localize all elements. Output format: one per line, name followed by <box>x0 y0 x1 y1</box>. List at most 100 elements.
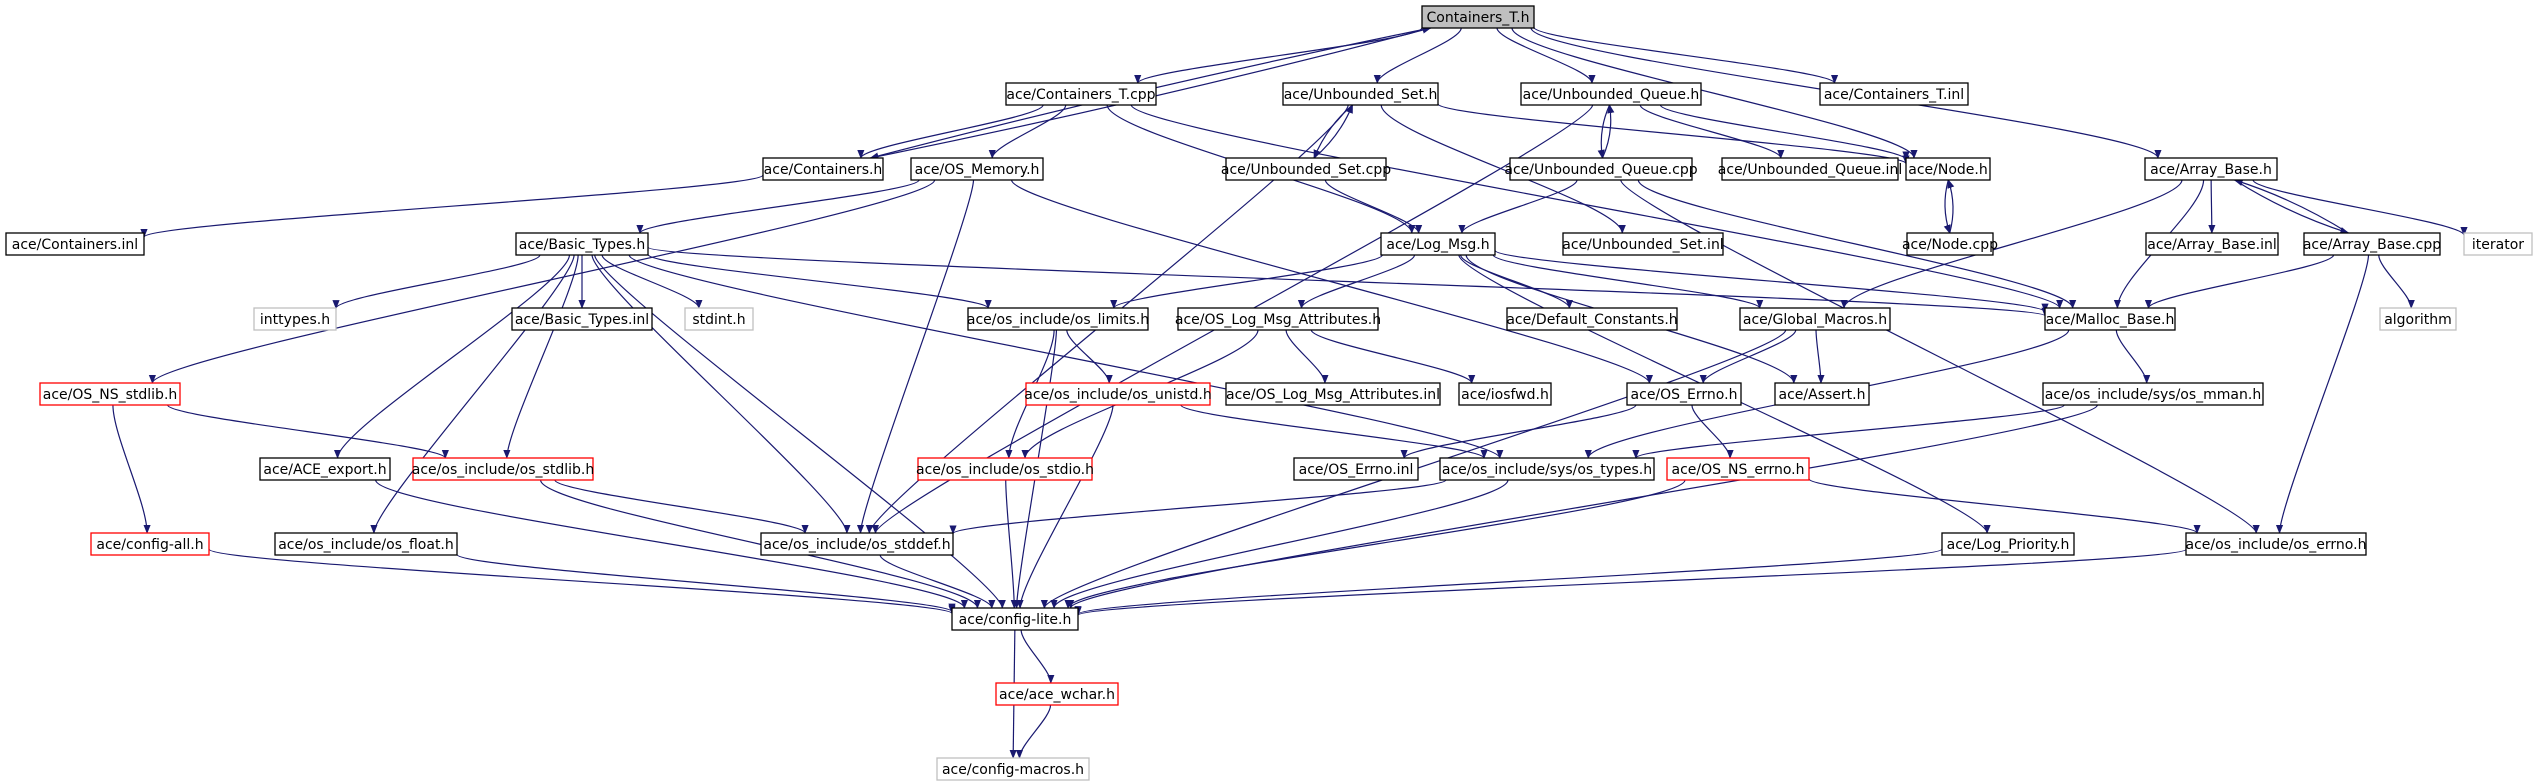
node-os-unistd-h[interactable]: ace/os_include/os_unistd.h <box>1024 382 1212 406</box>
node-node-h[interactable]: ace/Node.h <box>1905 157 1991 181</box>
node-array-base-cpp[interactable]: ace/Array_Base.cpp <box>2303 232 2441 256</box>
node-os-mman-h[interactable]: ace/os_include/sys/os_mman.h <box>2042 382 2264 406</box>
node-box <box>2379 307 2457 331</box>
edge-containers_t_cpp-to-containers_h <box>857 104 1044 159</box>
edge-array_base_cpp-to-algorithm <box>2378 254 2415 309</box>
node-config-all-h[interactable]: ace/config-all.h <box>90 532 210 556</box>
node-box <box>1225 382 1441 406</box>
edge-basic_types_h-to-malloc_base_h <box>647 246 2048 317</box>
node-label: ace/config-lite.h <box>959 612 1072 628</box>
edge-unbounded_queue_cpp-to-unbounded_queue_h <box>1601 104 1615 159</box>
node-unbounded-set-inl[interactable]: ace/Unbounded_Set.inl <box>1562 232 1724 256</box>
node-array-base-h[interactable]: ace/Array_Base.h <box>2144 157 2278 181</box>
node-log-msg-h[interactable]: ace/Log_Msg.h <box>1380 232 1496 256</box>
node-os-log-msg-attributes-h[interactable]: ace/OS_Log_Msg_Attributes.h <box>1175 307 1381 331</box>
node-containers-t-inl[interactable]: ace/Containers_T.inl <box>1819 82 1969 106</box>
node-box <box>412 457 594 481</box>
node-label: ace/os_include/os_errno.h <box>2186 537 2367 553</box>
node-assert-h[interactable]: ace/Assert.h <box>1774 382 1870 406</box>
node-box <box>515 232 649 256</box>
node-containers-t-cpp[interactable]: ace/Containers_T.cpp <box>1005 82 1157 106</box>
node-label: ace/Array_Base.h <box>2150 162 2272 178</box>
edge-layer <box>112 26 2468 759</box>
edge-log_priority_h-to-config_lite_h <box>1074 548 1943 616</box>
node-os-errno-inl[interactable]: ace/OS_Errno.inl <box>1293 457 1419 481</box>
edge-containers_t_cpp-to-malloc_base_h <box>1130 104 2064 309</box>
node-config-lite-h[interactable]: ace/config-lite.h <box>951 607 1079 631</box>
node-iosfwd-h[interactable]: ace/iosfwd.h <box>1458 382 1552 406</box>
node-iterator[interactable]: iterator <box>2463 232 2533 256</box>
node-label: ace/Global_Macros.h <box>1743 312 1887 328</box>
node-ace-export-h[interactable]: ace/ACE_export.h <box>259 457 391 481</box>
node-box <box>1177 307 1379 331</box>
node-label: algorithm <box>2384 312 2452 328</box>
node-box <box>1439 457 1655 481</box>
node-os-ns-errno-h[interactable]: ace/OS_NS_errno.h <box>1666 457 1810 481</box>
node-os-ns-stdlib-h[interactable]: ace/OS_NS_stdlib.h <box>39 382 181 406</box>
node-basic-types-inl[interactable]: ace/Basic_Types.inl <box>511 307 653 331</box>
node-unbounded-set-cpp[interactable]: ace/Unbounded_Set.cpp <box>1221 157 1391 181</box>
node-box <box>910 157 1044 181</box>
node-inttypes-h[interactable]: inttypes.h <box>253 307 337 331</box>
node-malloc-base-h[interactable]: ace/Malloc_Base.h <box>2044 307 2176 331</box>
node-label: ace/os_include/os_unistd.h <box>1024 387 1211 403</box>
node-label: ace/Array_Base.inl <box>2147 237 2277 253</box>
node-config-macros-h[interactable]: ace/config-macros.h <box>936 757 1090 781</box>
node-os-limits-h[interactable]: ace/os_include/os_limits.h <box>967 307 1149 331</box>
edge-os_errno_h_top-to-os_ns_errno_h <box>1691 404 1734 459</box>
edge-os_types_h-to-config_lite_h <box>1050 479 1509 609</box>
edge-os_stddef_h-to-config_lite_h <box>879 554 996 609</box>
edge-os_ns_stdlib_h-to-os_stdlib_h <box>167 404 449 459</box>
edge-basic_types_h-to-stdint_h <box>601 254 703 309</box>
node-containers-t-h[interactable]: Containers_T.h <box>1421 5 1535 29</box>
node-box <box>1293 457 1419 481</box>
node-box <box>951 607 1079 631</box>
node-unbounded-queue-h[interactable]: ace/Unbounded_Queue.h <box>1520 82 1702 106</box>
node-stdint-h[interactable]: stdint.h <box>684 307 754 331</box>
node-array-base-inl[interactable]: ace/Array_Base.inl <box>2145 232 2279 256</box>
node-algorithm[interactable]: algorithm <box>2379 307 2457 331</box>
node-unbounded-queue-cpp[interactable]: ace/Unbounded_Queue.cpp <box>1504 157 1698 181</box>
node-box <box>90 532 210 556</box>
node-box <box>936 757 1090 781</box>
node-box <box>2042 382 2264 406</box>
node-os-stdlib-h[interactable]: ace/os_include/os_stdlib.h <box>412 457 594 481</box>
node-containers-inl[interactable]: ace/Containers.inl <box>5 232 145 256</box>
node-label: ace/Unbounded_Queue.h <box>1523 87 1700 103</box>
edge-os_memory_h-to-os_ns_stdlib_h <box>148 179 936 384</box>
node-label: inttypes.h <box>260 312 330 328</box>
edge-os_include_errno_h-to-config_lite_h <box>1074 548 2187 617</box>
edge-os_stdio_h-to-config_lite_h <box>1005 479 1018 609</box>
node-default-constants-h[interactable]: ace/Default_Constants.h <box>1506 307 1678 331</box>
node-containers-h[interactable]: ace/Containers.h <box>762 157 884 181</box>
node-os-stddef-h[interactable]: ace/os_include/os_stddef.h <box>760 532 954 556</box>
node-os-errno-h-top[interactable]: ace/OS_Errno.h <box>1626 382 1742 406</box>
node-os-types-h[interactable]: ace/os_include/sys/os_types.h <box>1439 457 1655 481</box>
node-os-stdio-h[interactable]: ace/os_include/os_stdio.h <box>916 457 1094 481</box>
node-log-priority-h[interactable]: ace/Log_Priority.h <box>1941 532 2075 556</box>
node-label: ace/os_include/os_float.h <box>278 537 454 553</box>
node-basic-types-h[interactable]: ace/Basic_Types.h <box>515 232 649 256</box>
node-os-float-h[interactable]: ace/os_include/os_float.h <box>274 532 458 556</box>
node-unbounded-set-h[interactable]: ace/Unbounded_Set.h <box>1282 82 1439 106</box>
node-box <box>1666 457 1810 481</box>
node-box <box>2303 232 2441 256</box>
node-box <box>1906 232 1994 256</box>
node-os-log-msg-attributes-inl[interactable]: ace/OS_Log_Msg_Attributes.inl <box>1225 382 1441 406</box>
node-os-memory-h[interactable]: ace/OS_Memory.h <box>910 157 1044 181</box>
node-unbounded-queue-inl[interactable]: ace/Unbounded_Queue.inl <box>1718 157 1902 181</box>
edge-unbounded_set_h-to-unbounded_set_inl <box>1380 104 1626 234</box>
node-label: ace/Unbounded_Set.cpp <box>1221 162 1391 178</box>
node-box <box>1941 532 2075 556</box>
node-node-cpp[interactable]: ace/Node.cpp <box>1902 232 1998 256</box>
node-global-macros-h[interactable]: ace/Global_Macros.h <box>1739 307 1891 331</box>
edge-unbounded_set_cpp-to-log_msg_h <box>1324 179 1423 234</box>
node-ace-wchar-h[interactable]: ace/ace_wchar.h <box>995 682 1119 706</box>
node-label: ace/iosfwd.h <box>1461 387 1549 403</box>
node-box <box>1774 382 1870 406</box>
node-os-include-errno-h[interactable]: ace/os_include/os_errno.h <box>2185 532 2367 556</box>
node-label: ace/os_include/sys/os_types.h <box>1442 462 1652 478</box>
node-box <box>1506 307 1678 331</box>
edge-containers_t_h-to-containers_t_cpp <box>1134 27 1423 84</box>
node-label: ace/Basic_Types.inl <box>515 312 649 328</box>
